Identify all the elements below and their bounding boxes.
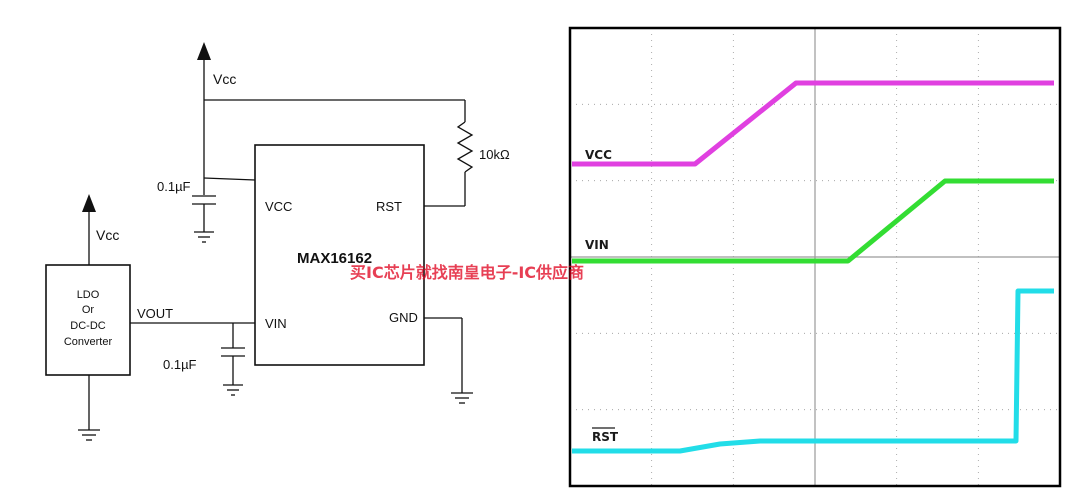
supply-label-left: Vcc xyxy=(96,227,119,243)
trace-rst xyxy=(572,288,1054,454)
oscilloscope-panel: VCC VIN RST xyxy=(568,26,1062,488)
ground-symbol-cap-bottom-icon xyxy=(223,384,243,396)
regulator-line-4: Converter xyxy=(64,336,113,348)
trace-vcc xyxy=(572,80,1054,167)
schematic xyxy=(45,42,474,441)
vout-label: VOUT xyxy=(137,306,173,321)
regulator-line-1: LDO xyxy=(77,289,100,301)
ic-pin-vin: VIN xyxy=(265,316,287,331)
trace-vin xyxy=(572,178,1054,264)
schematic-labels: Vcc Vcc 10kΩ 0.1µF 0.1µF VOUT VCC RST MA… xyxy=(64,71,510,372)
regulator-line-2: Or xyxy=(82,304,95,316)
trace-label-vcc: VCC xyxy=(585,148,612,162)
cap-top-value: 0.1µF xyxy=(157,179,191,194)
ic-pin-gnd: GND xyxy=(389,310,418,325)
regulator-line-3: DC-DC xyxy=(70,320,105,332)
trace-label-rst: RST xyxy=(592,430,619,444)
ground-symbol-cap-top-icon xyxy=(194,231,214,243)
resistor-value: 10kΩ xyxy=(479,147,510,162)
scope-grid xyxy=(570,28,1060,486)
vcc-supply-arrow-top-icon xyxy=(197,42,211,100)
ic-pin-rst: RST xyxy=(376,199,402,214)
trace-label-vin: VIN xyxy=(585,238,609,252)
resistor-icon xyxy=(456,121,474,173)
scope-frame xyxy=(568,26,1062,488)
ground-symbol-ic-icon xyxy=(451,392,473,404)
cap-bottom-value: 0.1µF xyxy=(163,357,197,372)
capacitor-top-icon xyxy=(192,195,216,232)
ic-name: MAX16162 xyxy=(297,250,372,267)
supply-label-top: Vcc xyxy=(213,71,236,87)
vcc-pin-wire xyxy=(203,177,256,181)
vcc-supply-arrow-left-icon xyxy=(82,194,96,265)
ground-symbol-regulator-icon xyxy=(78,429,100,441)
regulator-box xyxy=(45,264,131,376)
ic-body xyxy=(254,144,425,366)
watermark: 买IC芯片就找南皇电子-IC供应商 xyxy=(350,263,584,282)
ic-pin-vcc: VCC xyxy=(265,199,292,214)
capacitor-bottom-icon xyxy=(221,347,245,385)
